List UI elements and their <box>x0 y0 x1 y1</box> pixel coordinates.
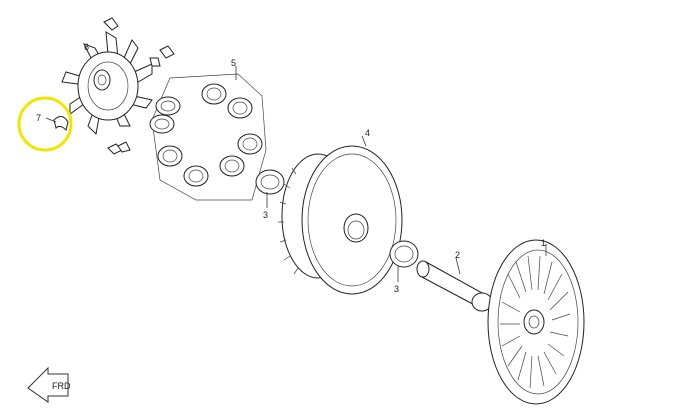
callout-labels: 1 2 3 3 4 5 6 7 <box>36 42 546 294</box>
slider-clips <box>103 17 175 155</box>
arrow-text: FRD <box>52 381 71 391</box>
direction-arrow: FRD <box>27 366 71 403</box>
roller-weights-part-5 <box>149 66 267 201</box>
bearing-ring-part-3-upper <box>255 169 285 208</box>
fan-plate-part-1 <box>487 239 585 405</box>
callout-3-upper: 3 <box>263 210 268 220</box>
callout-3-lower: 3 <box>394 284 399 294</box>
slider-part-7 <box>45 116 69 131</box>
callout-6: 6 <box>84 42 89 52</box>
sleeve-part-2 <box>416 257 493 312</box>
highlight-circle <box>17 96 73 152</box>
drive-face-part-4 <box>278 135 403 295</box>
bearing-ring-part-3-lower <box>389 240 419 282</box>
callout-7: 7 <box>36 113 41 123</box>
callout-5: 5 <box>231 58 236 68</box>
callout-4: 4 <box>365 128 370 138</box>
callout-2: 2 <box>455 250 460 260</box>
callout-1: 1 <box>541 238 546 248</box>
ramp-plate-part-6 <box>61 31 153 136</box>
